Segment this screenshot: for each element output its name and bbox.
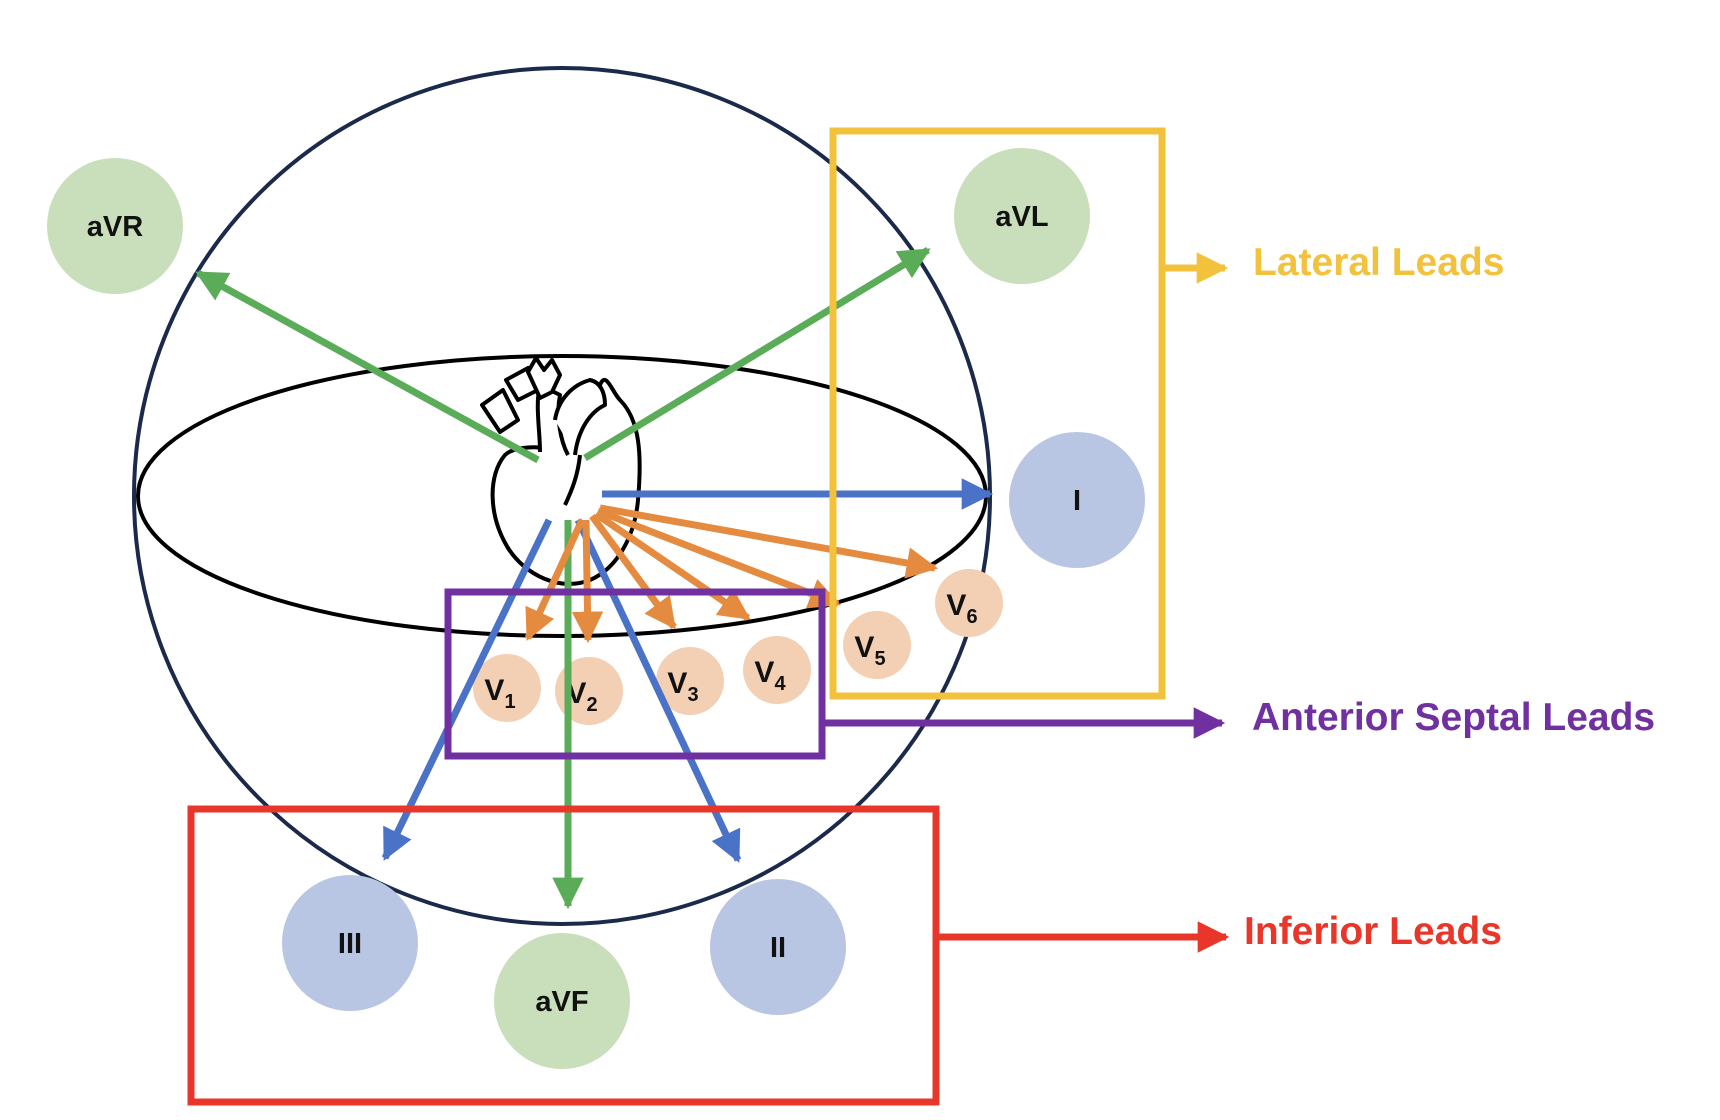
node-ii: II [710,879,846,1015]
node-v5-label: V5 [854,631,885,670]
node-v6-letter: V [946,589,966,622]
node-iii: III [282,875,418,1011]
node-ii-label: II [770,932,786,964]
node-v5: V5 [843,611,911,679]
lateral-leads-label: Lateral Leads [1253,241,1504,284]
v6-arrow [599,504,939,579]
node-v3: V3 [656,647,724,715]
node-v5-sub: 5 [874,648,885,670]
node-v4: V4 [743,636,811,704]
lateral-leads-box [829,127,1166,700]
node-v6-sub: 6 [966,606,977,628]
node-v1-letter: V [484,674,504,707]
node-v6-label: V6 [946,589,977,628]
node-v3-letter: V [667,667,687,700]
node-v4-label: V4 [754,656,786,695]
node-avr: aVR [47,158,183,294]
avl-arrow [583,247,931,461]
node-v4-sub: 4 [774,673,786,695]
node-v5-letter: V [854,631,874,664]
v1-arrow [524,518,586,641]
node-iii-label: III [338,928,362,960]
node-v3-label: V3 [667,667,698,706]
node-i-label: I [1073,485,1081,517]
avr-arrow [195,269,540,464]
inferior-leads-box [187,805,940,1106]
v3-arrow [589,513,677,630]
iii-arrow [381,518,553,861]
v2-arrow [571,519,604,644]
node-avf-label: aVF [535,986,588,1018]
node-v3-sub: 3 [687,684,698,706]
node-v1-label: V1 [484,674,515,713]
node-avf: aVF [494,933,630,1069]
ii-arrow [574,518,742,863]
node-v2: V2 [555,657,623,725]
inferior-leads-label: Inferior Leads [1244,910,1502,953]
v4-arrow [594,511,751,621]
node-avl-label: aVL [995,201,1048,233]
node-v6: V6 [935,569,1003,637]
node-avr-label: aVR [87,211,143,243]
node-i: I [1009,432,1145,568]
anterior-septal-leads-label: Anterior Septal Leads [1252,696,1655,739]
node-avl: aVL [954,148,1090,284]
node-v1-sub: 1 [504,691,515,713]
anterior-septal-leads-box [444,588,826,760]
node-v4-letter: V [754,656,774,689]
node-v1: V1 [473,654,541,722]
node-v2-sub: 2 [586,694,597,716]
